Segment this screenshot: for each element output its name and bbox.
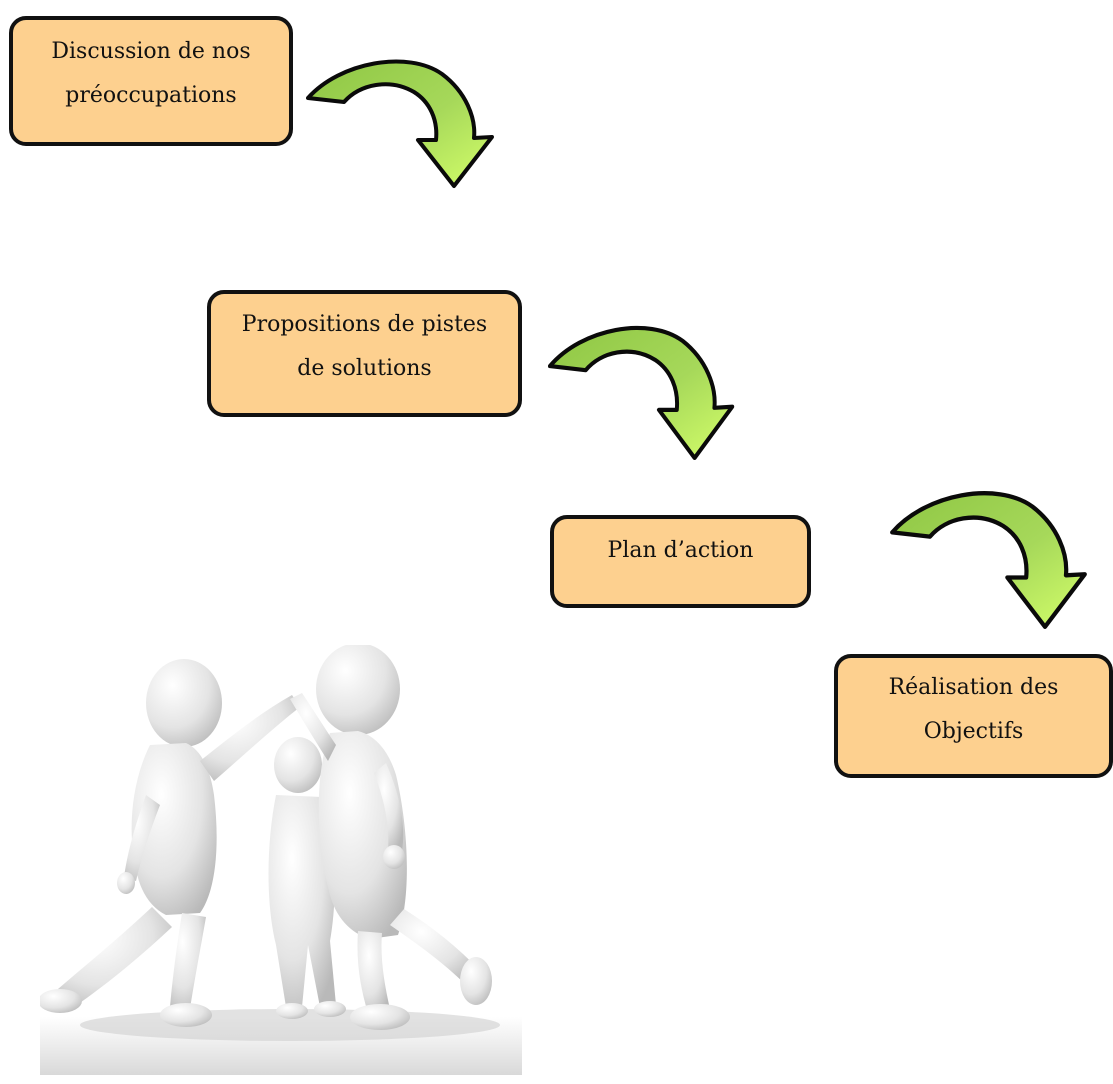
step-box-realisation: Réalisation des Objectifs <box>834 654 1113 778</box>
step-text-line: Plan d’action <box>607 538 754 563</box>
step-box-discussion: Discussion de nos préoccupations <box>9 16 293 146</box>
curved-arrow-icon <box>547 325 735 460</box>
step-box-plan: Plan d’action <box>550 515 811 608</box>
step-text-line: de solutions <box>297 356 432 381</box>
step-text-line: Objectifs <box>923 719 1024 744</box>
figure-right <box>290 645 492 1030</box>
step-text-line: Propositions de pistes <box>241 312 488 337</box>
step-text-line: Discussion de nos <box>51 39 251 64</box>
figure-left <box>40 659 300 1027</box>
curved-arrow-icon <box>890 491 1087 629</box>
step-box-propositions: Propositions de pistes de solutions <box>207 290 522 417</box>
step-text-line: Réalisation des <box>888 675 1059 700</box>
team-figures-illustration <box>40 645 522 1075</box>
step-text-line: préoccupations <box>65 83 237 108</box>
figure-middle <box>268 737 346 1019</box>
curved-arrow-icon <box>306 59 494 188</box>
